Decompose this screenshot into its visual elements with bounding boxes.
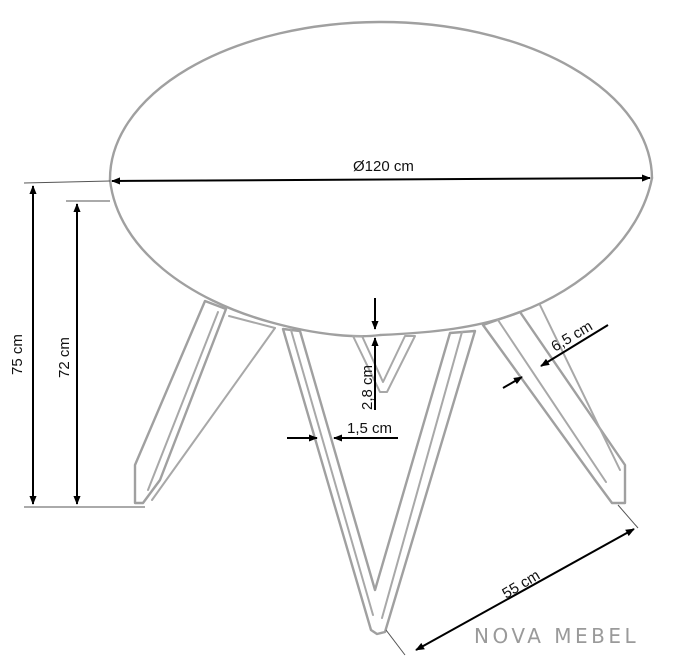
leg-front (281, 327, 477, 636)
leg-depth-arrow-right (540, 324, 609, 367)
thickness-dimension: 2,8 cm (359, 298, 379, 410)
diameter-dimension: Ø120 cm (111, 158, 651, 185)
table-top (108, 20, 654, 338)
leg-height-dimension: 72 cm (56, 203, 81, 505)
diameter-label: Ø120 cm (353, 158, 414, 175)
leg-width-dimension: 1,5 cm (287, 420, 398, 442)
leg-depth-arrow-left (502, 376, 523, 389)
diameter-arrow (111, 174, 651, 185)
thickness-label: 2,8 cm (359, 365, 376, 410)
brand-watermark: NOVA MEBEL (474, 624, 639, 648)
leg-span-arrow (415, 528, 635, 651)
leg-back-center (352, 335, 416, 393)
total-height-label: 75 cm (9, 334, 26, 375)
leg-height-label: 72 cm (56, 337, 73, 378)
total-height-dimension: 75 cm (9, 185, 37, 505)
leg-left-back (133, 299, 276, 505)
leg-span-label: 55 cm (499, 567, 543, 603)
extension-lines (23, 180, 639, 656)
leg-width-label: 1,5 cm (347, 420, 392, 437)
leg-right (481, 304, 627, 505)
